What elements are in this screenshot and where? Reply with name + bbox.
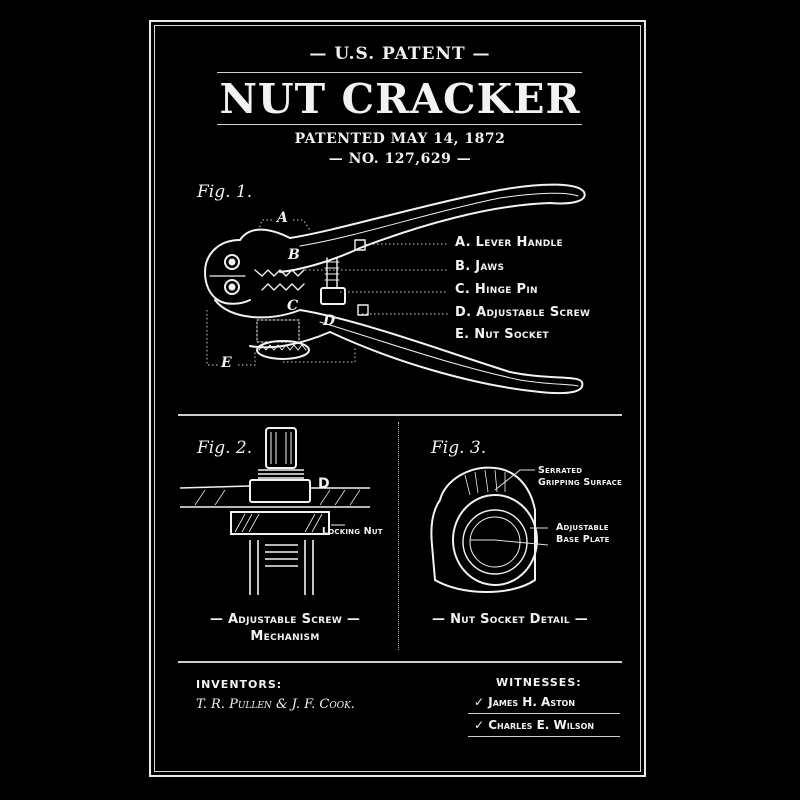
outer-border: [149, 20, 646, 777]
check-icon: ✓: [474, 695, 485, 709]
patent-date: PATENTED MAY 14, 1872: [294, 131, 506, 147]
patent-subtitle: — U.S. PATENT —: [309, 44, 491, 64]
legend-item-adjustable-screw: D. Adjustable Screw: [455, 305, 591, 320]
fig1-label: Fig. 1.: [197, 182, 253, 202]
callout-base-plate: Adjustable Base Plate: [556, 522, 610, 545]
callout-serrated-surface: Serrated Gripping Surface: [538, 465, 622, 488]
fig1-marker-e: E: [221, 355, 232, 371]
fig2-caption: — Adjustable Screw — Mechanism: [209, 612, 361, 644]
legend-item-jaws: B. Jaws: [455, 259, 505, 274]
callout-locking-nut: Locking Nut: [322, 526, 383, 537]
fig3-caption: — Nut Socket Detail —: [431, 612, 589, 627]
figure-separator: [398, 422, 399, 650]
header-rule-top: [217, 72, 582, 73]
fig1-marker-d: D: [323, 313, 336, 329]
fig2-marker-d: D: [318, 476, 330, 492]
header-rule-bottom: [217, 124, 582, 125]
witness-line: ✓ James H. Aston: [468, 692, 620, 714]
page-title: NUT CRACKER: [219, 75, 581, 123]
legend-item-hinge-pin: C. Hinge Pin: [455, 282, 538, 297]
fig1-marker-b: B: [288, 247, 300, 263]
legend-item-lever-handle: A. Lever Handle: [455, 235, 564, 250]
legend-item-nut-socket: E. Nut Socket: [455, 327, 549, 342]
section-divider-top: [178, 414, 622, 416]
witnesses-heading: WITNESSES:: [496, 676, 582, 689]
witness-line: ✓ Charles E. Wilson: [468, 715, 620, 737]
section-divider-bottom: [178, 661, 622, 663]
inventors-names: T. R. Pullen & J. F. Cook.: [196, 697, 355, 712]
inner-border: [154, 25, 641, 772]
fig1-marker-a: A: [277, 210, 288, 226]
patent-number: — NO. 127,629 —: [328, 151, 472, 167]
fig3-label: Fig. 3.: [431, 438, 487, 458]
inventors-heading: INVENTORS:: [196, 678, 283, 691]
check-icon: ✓: [474, 718, 485, 732]
fig2-label: Fig. 2.: [197, 438, 253, 458]
fig1-marker-c: C: [287, 298, 299, 314]
